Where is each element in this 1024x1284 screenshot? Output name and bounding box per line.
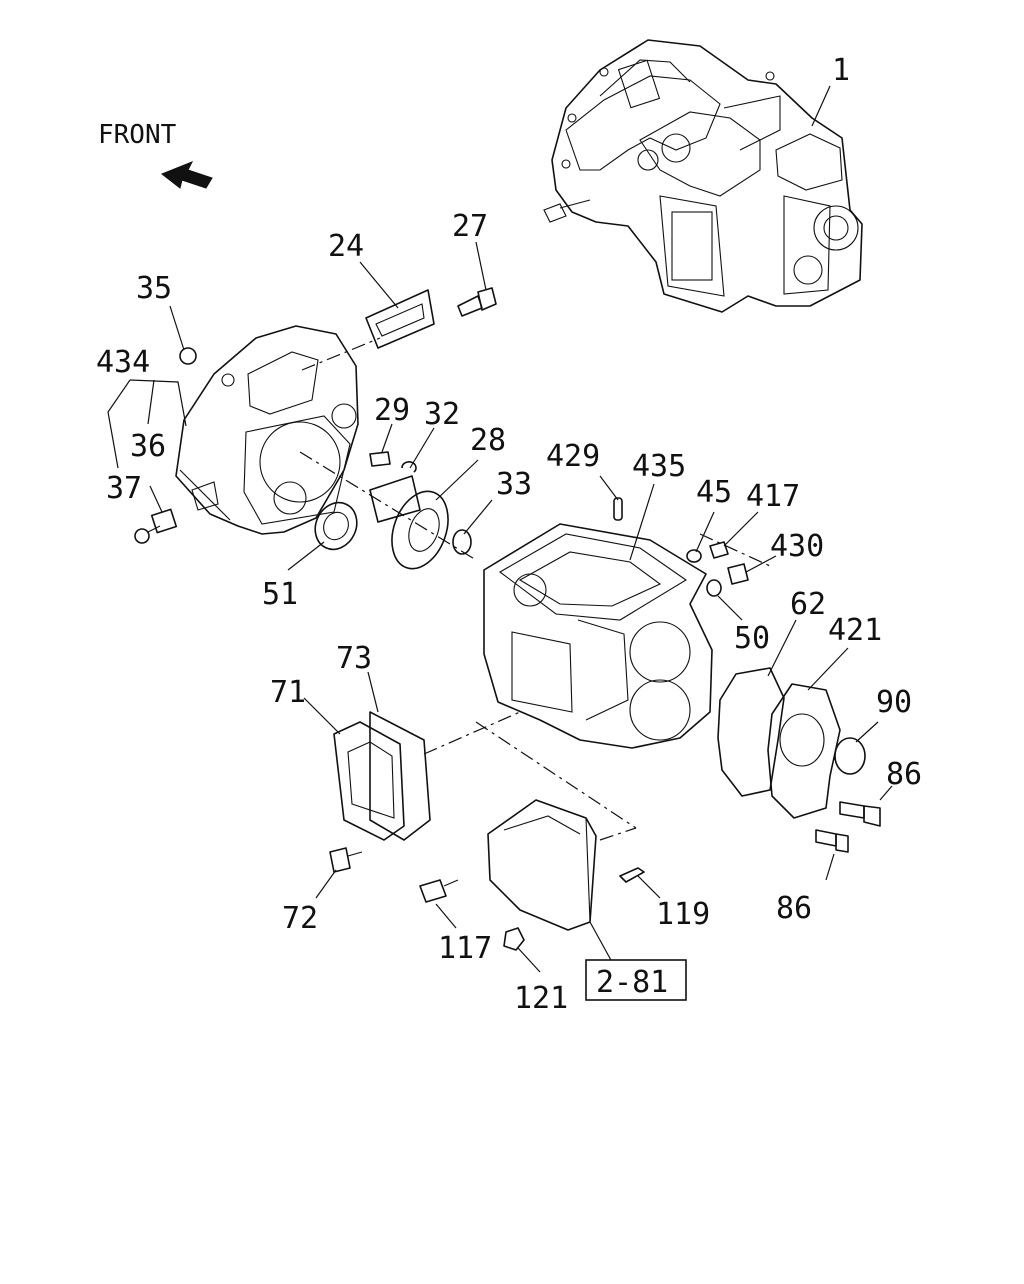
gasket-part-62 (717, 667, 785, 797)
leader-lines (107, 85, 893, 973)
front-label: FRONT (98, 120, 177, 150)
callout-29: 29 (374, 393, 410, 428)
callout-72: 72 (282, 901, 318, 936)
bolt-part-72 (329, 847, 363, 873)
callout-117: 117 (438, 931, 492, 966)
callout-50: 50 (734, 621, 770, 656)
cover-part-71 (333, 721, 405, 841)
clutch-housing-part (175, 325, 359, 535)
callout-27: 27 (452, 209, 488, 244)
transmission-case-part (483, 523, 713, 749)
reference-box: 2-81 (585, 959, 687, 1001)
callout-45: 45 (696, 475, 732, 510)
callout-71: 71 (270, 675, 306, 710)
front-arrow-icon (161, 161, 213, 189)
bolt-part-117 (419, 879, 459, 903)
seal-part-90 (834, 737, 866, 775)
center-lines (299, 337, 771, 841)
bolt-part-86-a (839, 801, 881, 827)
callout-51: 51 (262, 577, 298, 612)
callout-86-lower: 86 (776, 891, 812, 926)
bushing-part-36 (150, 508, 178, 534)
callout-421: 421 (828, 613, 882, 648)
seal-part-51 (314, 501, 358, 551)
bolt-part-27 (457, 287, 497, 317)
callout-32: 32 (424, 397, 460, 432)
transmission-assembly-part (543, 39, 863, 313)
seal-part-33 (452, 529, 472, 555)
plug-part-430 (727, 563, 749, 585)
callout-86-upper: 86 (886, 757, 922, 792)
callout-429: 429 (546, 439, 600, 474)
clip-part-32 (401, 461, 417, 473)
callout-28: 28 (470, 423, 506, 458)
nut-part-121 (503, 927, 525, 951)
callout-37: 37 (106, 471, 142, 506)
callout-90: 90 (876, 685, 912, 720)
bolt-part-86-b (815, 829, 849, 853)
callout-36: 36 (130, 429, 166, 464)
callout-35: 35 (136, 271, 172, 306)
dowel-part-429 (613, 497, 623, 521)
callout-435: 435 (632, 449, 686, 484)
callout-24: 24 (328, 229, 364, 264)
bolt-part-37 (134, 525, 161, 544)
callout-62: 62 (790, 587, 826, 622)
stud-part-119 (619, 867, 645, 883)
reference-box-label: 2-81 (596, 965, 668, 1000)
nut-part-35 (179, 347, 197, 365)
callout-73: 73 (336, 641, 372, 676)
washer-part-50 (706, 579, 722, 597)
callout-119: 119 (656, 897, 710, 932)
callout-1: 1 (832, 53, 850, 88)
gasket-part-73 (369, 711, 431, 841)
washer-part-45 (686, 549, 702, 563)
callout-434: 434 (96, 345, 150, 380)
callout-430: 430 (770, 529, 824, 564)
bottom-cover-part (487, 799, 597, 931)
callout-417: 417 (746, 479, 800, 514)
callout-labels: 1 24 27 35 434 36 37 29 32 28 33 51 429 … (96, 53, 922, 1016)
rear-cover-part-421 (767, 683, 841, 819)
bolt-part-29 (369, 451, 391, 467)
bearing-retainer-part-28 (369, 475, 449, 570)
callout-121: 121 (514, 981, 568, 1016)
callout-33: 33 (496, 467, 532, 502)
plate-part-24 (365, 289, 435, 349)
